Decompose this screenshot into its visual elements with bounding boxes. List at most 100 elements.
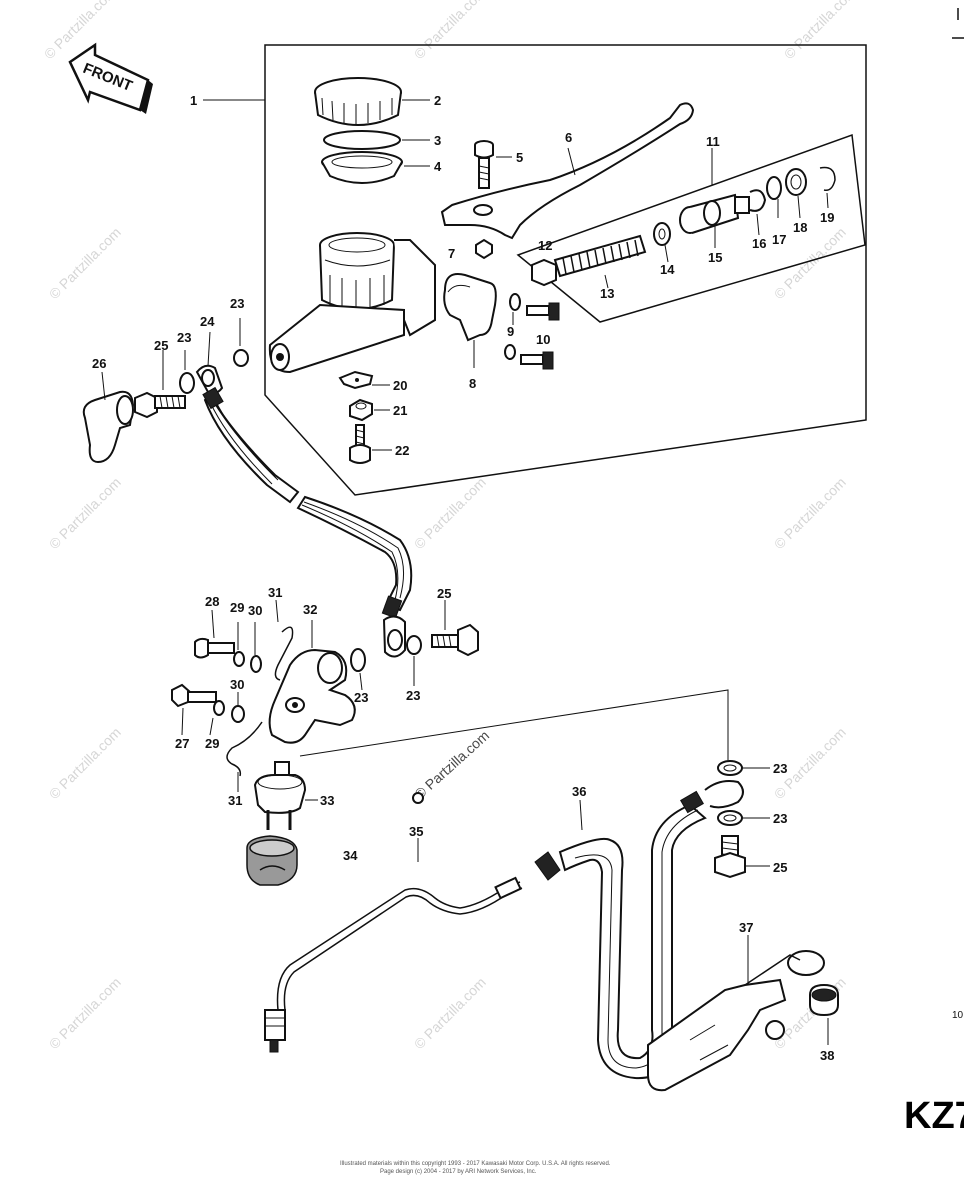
callout: 23: [773, 811, 787, 826]
hose-grommet: [809, 983, 839, 1017]
model-code: KZ7: [904, 1095, 964, 1137]
stopper-washer: [766, 176, 782, 200]
metal-brake-line: [264, 876, 523, 1053]
callout: 10: [536, 332, 550, 347]
callout: 21: [393, 403, 407, 418]
washer-23: [717, 810, 743, 826]
washer-29: [213, 700, 225, 716]
banjo-bolt-middle: [431, 623, 479, 657]
callout: 9: [507, 324, 514, 339]
secondary-cup: [749, 189, 767, 212]
watermark: © Partzilla.com: [46, 724, 124, 802]
watermark: © Partzilla.com: [46, 974, 124, 1052]
lever-nut: [475, 238, 493, 260]
pivot-bolt: [474, 140, 494, 189]
callout: 32: [303, 602, 317, 617]
washer-30: [231, 705, 245, 723]
callout: 23: [773, 761, 787, 776]
assembly-frame: [264, 44, 867, 496]
front-arrow-icon: FRONT: [68, 42, 153, 114]
callout: 23: [354, 690, 368, 705]
callout: 28: [205, 594, 219, 609]
callout: 34: [343, 848, 358, 863]
brake-light-switch-lower: [253, 761, 307, 830]
grommet-ring: [412, 792, 424, 804]
callout: 4: [434, 159, 442, 174]
callout: 24: [200, 314, 215, 329]
page-number: 10: [952, 1010, 964, 1021]
callout: 23: [230, 296, 244, 311]
washer-30: [250, 655, 262, 673]
callout: 30: [230, 677, 244, 692]
callout: 29: [230, 600, 244, 615]
callout: 36: [572, 784, 586, 799]
washer: [509, 293, 521, 311]
callout: 19: [820, 210, 834, 225]
washer: [504, 344, 516, 360]
callout: 25: [154, 338, 168, 353]
callout: 38: [820, 1048, 834, 1063]
callout: 20: [393, 378, 407, 393]
watermark: © Partzilla.com: [46, 474, 124, 552]
switch-plate: [338, 370, 374, 390]
callout: 1: [190, 93, 197, 108]
callout: 35: [409, 824, 423, 839]
washer-23: [179, 372, 195, 394]
callout: 7: [448, 246, 455, 261]
watermark: © Partzilla.com: [411, 0, 489, 62]
washer-23: [717, 760, 743, 776]
master-cylinder-body: [268, 232, 436, 374]
callout: 37: [739, 920, 753, 935]
junction-screw-upper: [194, 637, 235, 659]
reservoir-cap: [314, 77, 402, 126]
watermark: © Partzilla.com: [771, 474, 849, 552]
callout: 14: [660, 262, 675, 277]
hose-bracket: [647, 950, 825, 1092]
watermark: © Partzilla.com: [771, 974, 849, 1052]
handlebar-clamp: [443, 273, 497, 342]
spring-clip-upper: [274, 626, 294, 681]
circlip: [819, 166, 836, 192]
watermark: © Partzilla.com: [411, 974, 489, 1052]
callout: 23: [406, 688, 420, 703]
switch-boot: [246, 835, 298, 886]
callout: 13: [600, 286, 614, 301]
washer-29: [233, 651, 245, 667]
switch-screw: [349, 424, 371, 464]
brake-light-switch-upper: [82, 390, 135, 464]
callout: 26: [92, 356, 106, 371]
junction-screw-lower: [171, 683, 217, 708]
diaphragm-plate: [323, 130, 401, 150]
callout: 5: [516, 150, 523, 165]
callout: 16: [752, 236, 766, 251]
callout: 27: [175, 736, 189, 751]
callout: 8: [469, 376, 476, 391]
callout: 6: [565, 130, 572, 145]
washer-23: [350, 648, 366, 672]
upper-brake-hose: [195, 364, 413, 658]
callout: 31: [268, 585, 282, 600]
callout: 30: [248, 603, 262, 618]
callout: 25: [773, 860, 787, 875]
callout: 15: [708, 250, 722, 265]
callout: 18: [793, 220, 807, 235]
washer-23: [233, 349, 249, 367]
callout: 11: [706, 134, 720, 149]
clamp-bolt: [520, 351, 554, 370]
callout: 12: [538, 238, 552, 253]
piston-end-cap: [531, 258, 557, 287]
copyright-line: Illustrated materials within this copyri…: [340, 1161, 611, 1167]
brake-line-junction: [268, 648, 356, 744]
callout: 33: [320, 793, 334, 808]
watermark: © Partzilla.com: [46, 224, 124, 302]
lower-brake-hose: [534, 780, 744, 1080]
return-spring: [553, 234, 647, 278]
callout: 25: [437, 586, 451, 601]
callout: 17: [772, 232, 786, 247]
callout: 2: [434, 93, 441, 108]
watermark-center: © Partzilla.com: [411, 727, 492, 802]
banjo-bolt-lower: [714, 835, 746, 879]
primary-cup: [653, 222, 671, 246]
callout: 29: [205, 736, 219, 751]
brake-lever: [440, 102, 695, 240]
